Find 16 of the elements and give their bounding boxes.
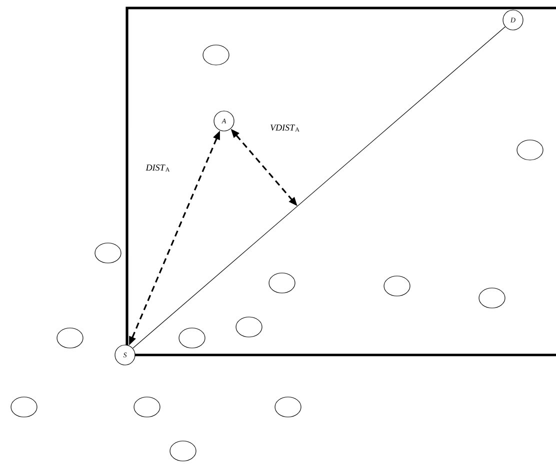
circle (202, 44, 230, 66)
circle (274, 396, 302, 418)
circle (94, 242, 122, 264)
circle (268, 272, 296, 294)
edge-label: VDIST$_{A}$ (270, 124, 300, 132)
circle (384, 276, 410, 296)
circle (178, 328, 206, 348)
circle (516, 140, 544, 160)
line (132, 26, 506, 349)
circle (170, 440, 196, 462)
circle (134, 396, 160, 418)
circle (56, 328, 84, 348)
edge-label: DIST$_{A}$ (146, 164, 170, 172)
circle (478, 288, 506, 308)
circle (10, 396, 38, 418)
circle (236, 316, 262, 338)
